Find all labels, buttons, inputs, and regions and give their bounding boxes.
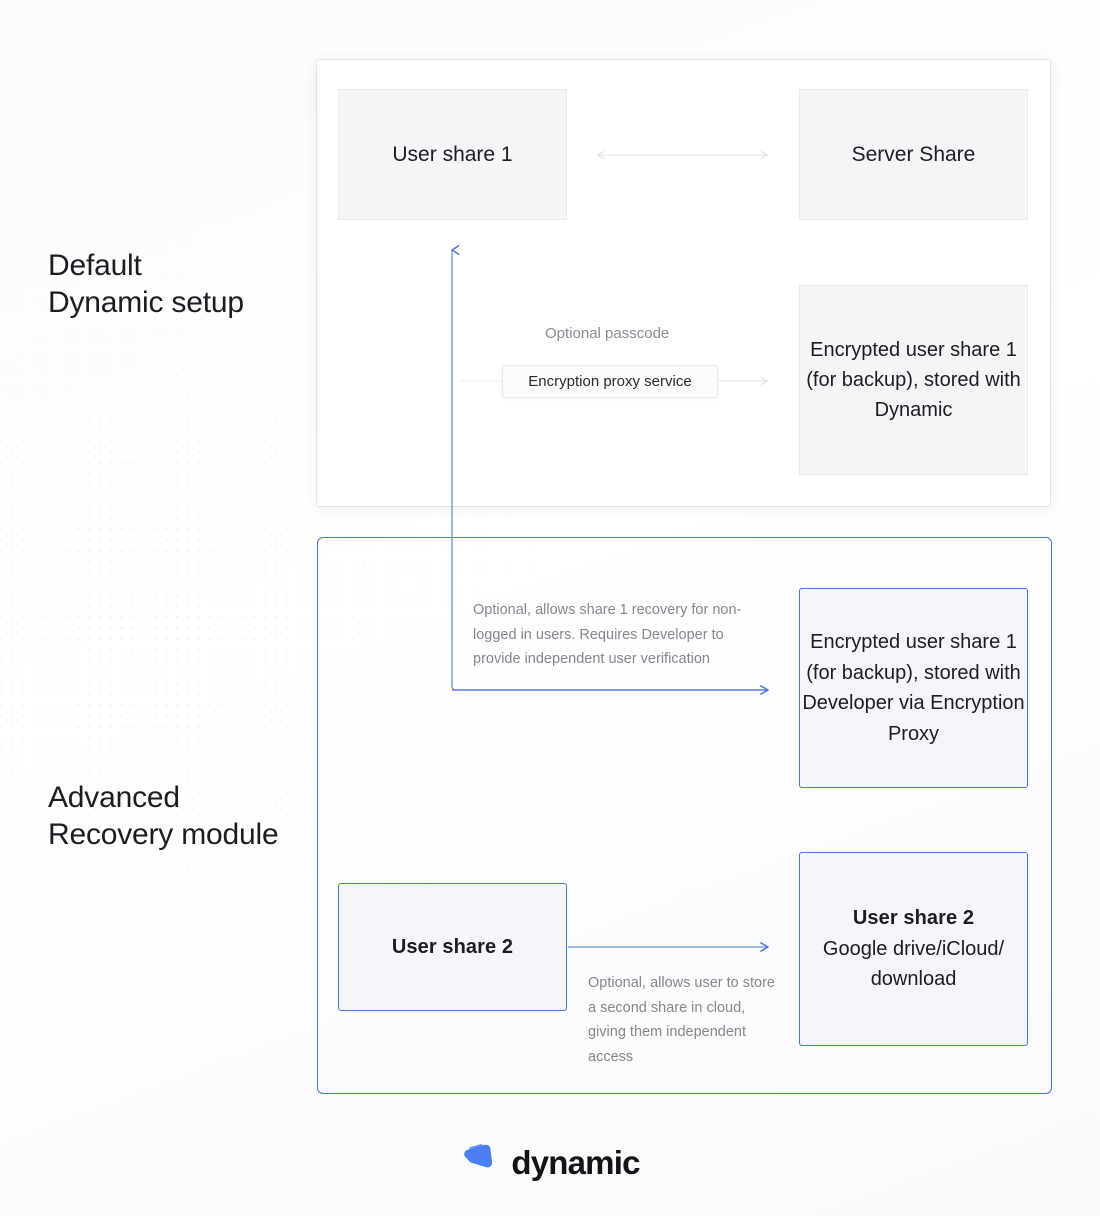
node-encryption-proxy-label: Encryption proxy service <box>528 373 692 390</box>
footer-logo: dynamic <box>0 1143 1100 1182</box>
node-server-share-label: Server Share <box>851 142 976 166</box>
node-user-share-2-cloud-storage: User share 2 Google drive/iCloud/ downlo… <box>799 852 1028 1046</box>
node-encrypted-share-stored-with-developer: Encrypted user share 1 (for backup), sto… <box>799 588 1028 788</box>
node-server-share: Server Share <box>799 89 1028 220</box>
node-encryption-proxy-service: Encryption proxy service <box>502 365 718 398</box>
node-user-share-2-label: User share 2 <box>391 935 514 958</box>
node-encrypted-share-dynamic-label: Encrypted user share 1 (for backup), sto… <box>806 339 1021 421</box>
node-user-share-2-cloud-body: Google drive/iCloud/ download <box>822 937 1005 991</box>
caption-second-share-in-cloud: Optional, allows user to store a second … <box>588 975 775 1065</box>
node-encrypted-share-developer-label: Encrypted user share 1 (for backup), sto… <box>802 631 1025 745</box>
node-user-share-2-cloud-title: User share 2 <box>852 907 975 930</box>
node-encrypted-share-stored-with-dynamic: Encrypted user share 1 (for backup), sto… <box>799 285 1028 475</box>
node-user-share-2: User share 2 <box>338 883 567 1011</box>
caption-share-1-recovery: Optional, allows share 1 recovery for no… <box>473 602 742 668</box>
section-label-default: Default Dynamic setup <box>48 249 244 319</box>
dynamic-wordmark: dynamic <box>511 1144 640 1181</box>
node-user-share-1: User share 1 <box>338 89 567 220</box>
section-label-advanced: Advanced Recovery module <box>48 781 279 851</box>
caption-optional-passcode: Optional passcode <box>545 325 670 342</box>
node-user-share-1-label: User share 1 <box>392 142 513 166</box>
dynamic-logo-icon <box>460 1143 498 1182</box>
